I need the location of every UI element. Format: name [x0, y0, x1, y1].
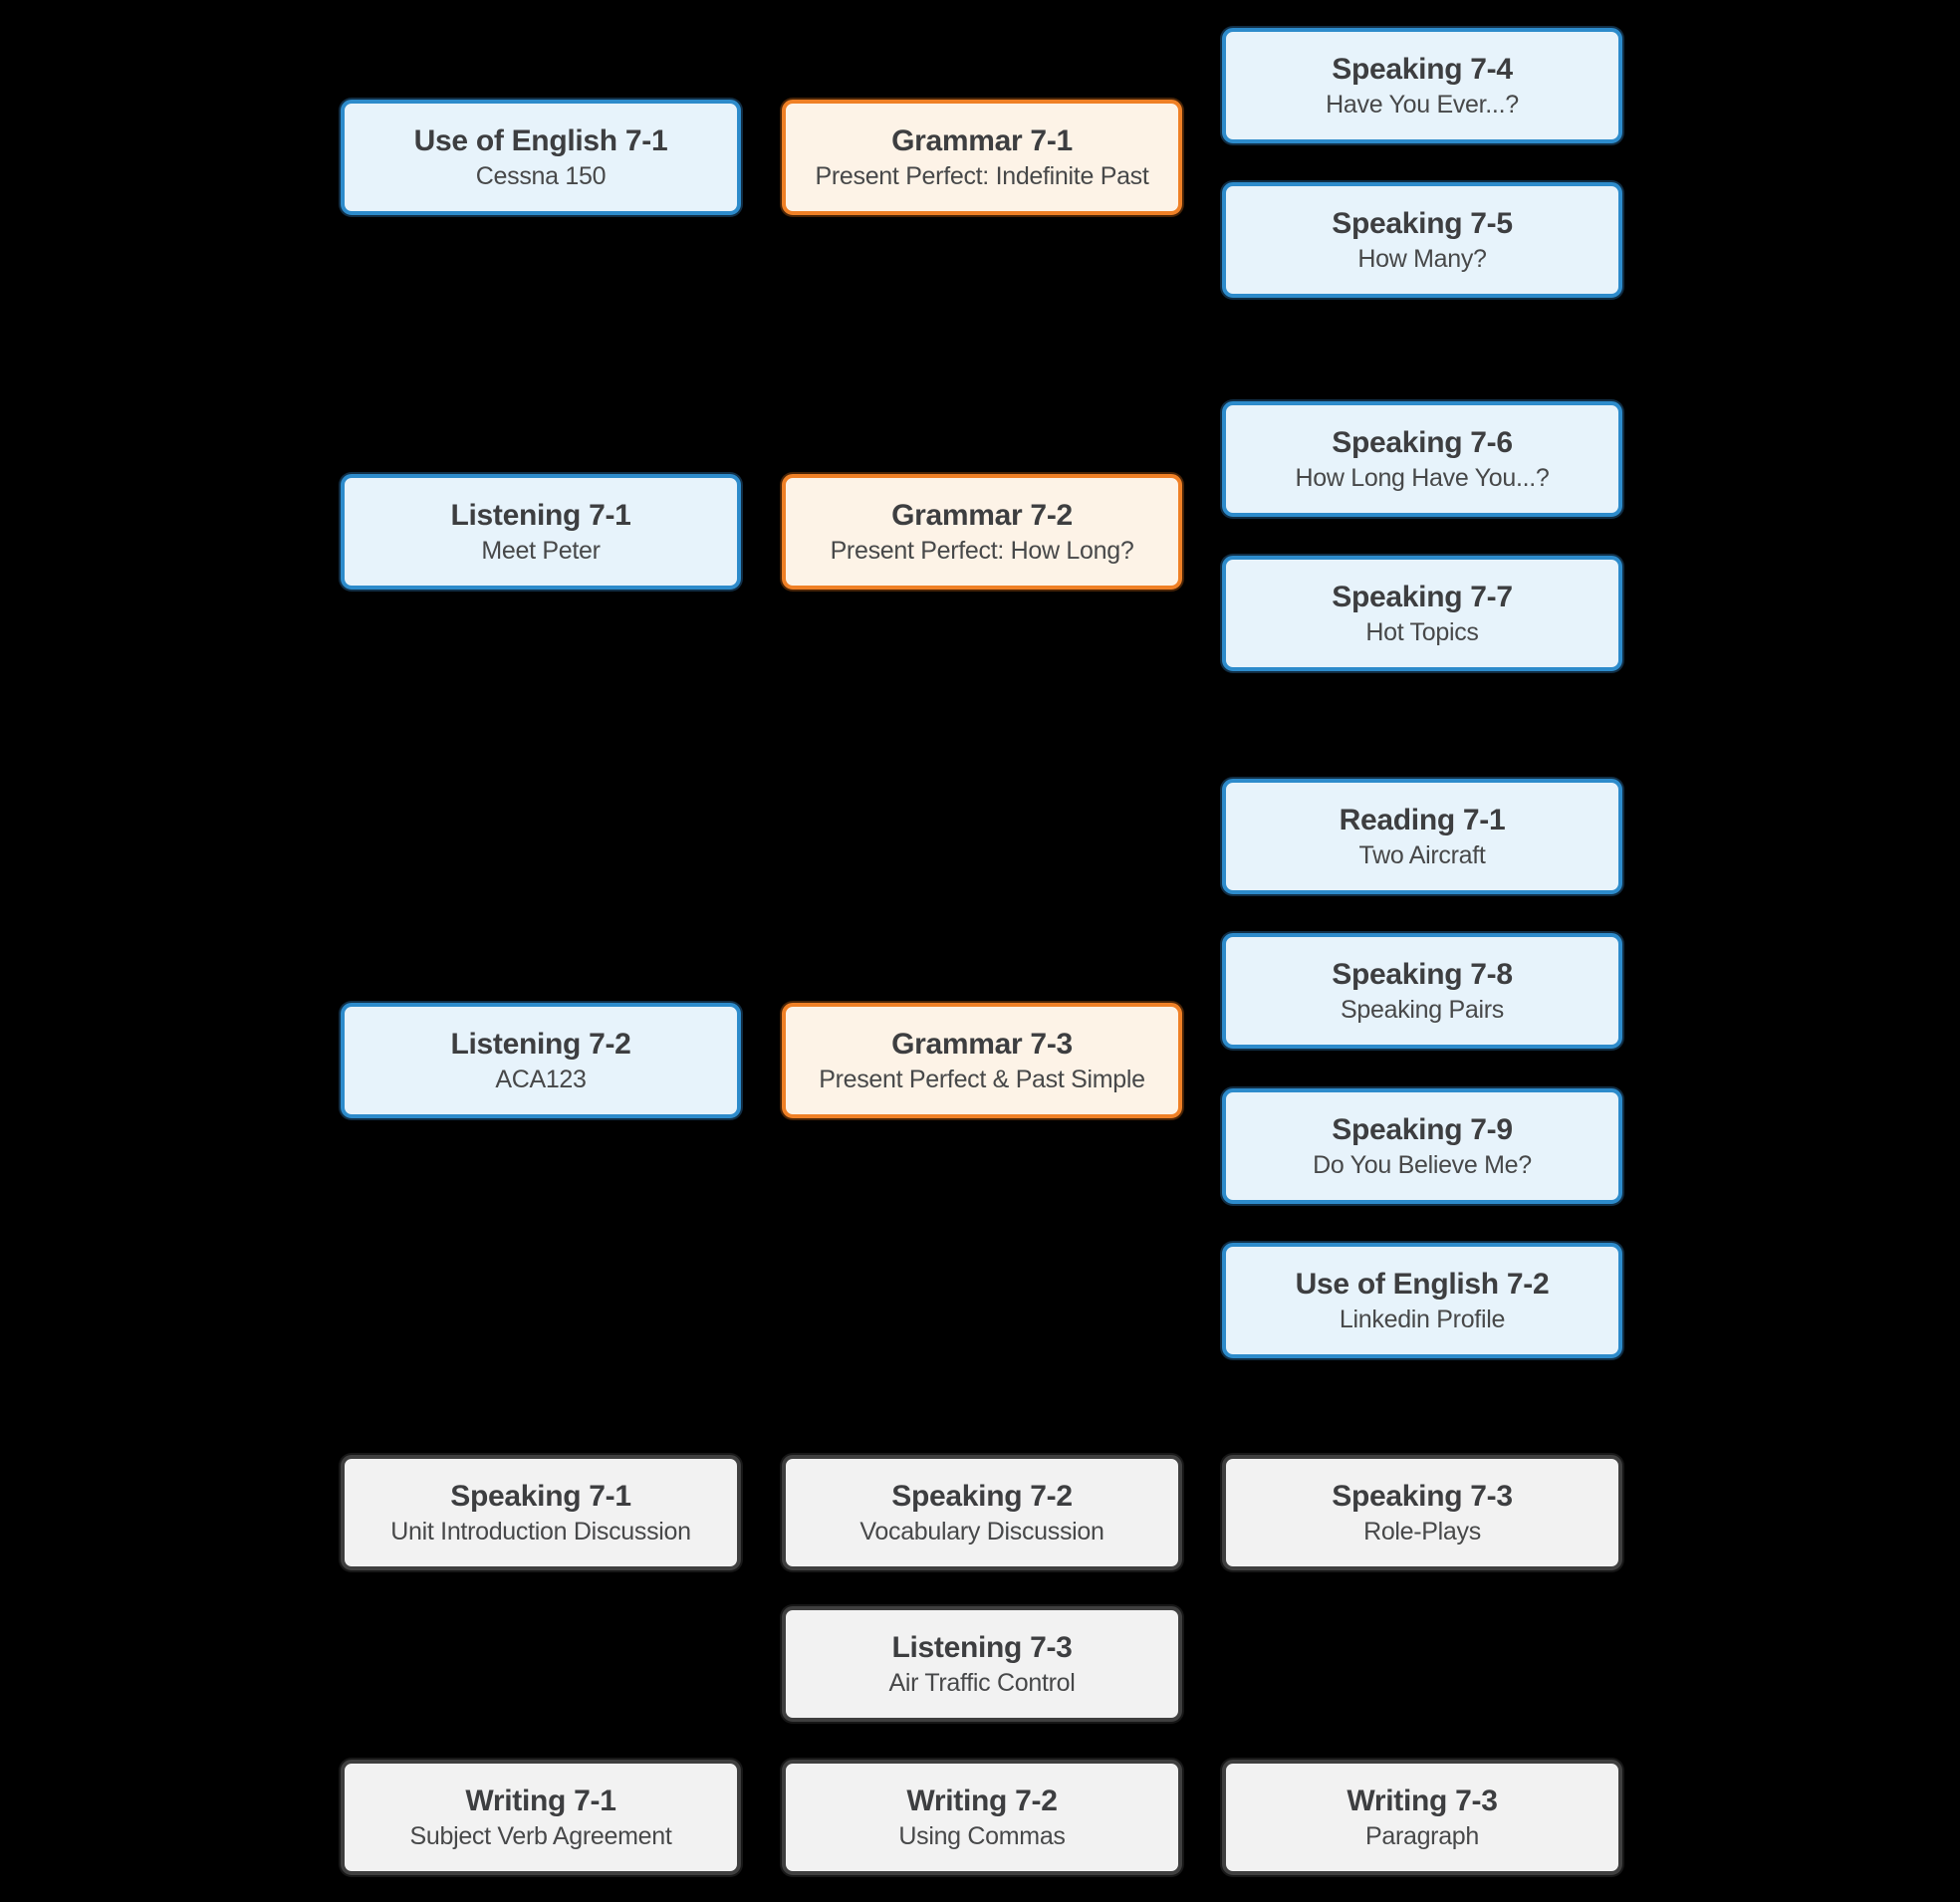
- card-title: Speaking 7-2: [891, 1479, 1073, 1513]
- card-subtitle: How Long Have You...?: [1295, 464, 1550, 493]
- card-title: Speaking 7-5: [1332, 206, 1513, 240]
- card-subtitle: Speaking Pairs: [1341, 996, 1504, 1025]
- card-title: Speaking 7-9: [1332, 1112, 1513, 1146]
- card-title: Speaking 7-7: [1332, 580, 1513, 613]
- card-title: Listening 7-1: [450, 498, 631, 532]
- card-grammar-7-3[interactable]: Grammar 7-3 Present Perfect & Past Simpl…: [782, 1003, 1182, 1118]
- card-title: Speaking 7-8: [1332, 957, 1513, 991]
- card-writing-7-1[interactable]: Writing 7-1 Subject Verb Agreement: [341, 1760, 741, 1875]
- card-title: Writing 7-2: [906, 1783, 1058, 1817]
- card-subtitle: Paragraph: [1364, 1822, 1480, 1851]
- card-speaking-7-7[interactable]: Speaking 7-7 Hot Topics: [1222, 556, 1622, 671]
- card-use-of-english-7-1[interactable]: Use of English 7-1 Cessna 150: [341, 100, 741, 215]
- card-title: Listening 7-2: [450, 1027, 631, 1061]
- card-subtitle: Using Commas: [898, 1822, 1066, 1851]
- card-title: Grammar 7-2: [891, 498, 1073, 532]
- card-subtitle: Meet Peter: [481, 537, 601, 566]
- card-subtitle: How Many?: [1357, 245, 1487, 274]
- card-speaking-7-6[interactable]: Speaking 7-6 How Long Have You...?: [1222, 401, 1622, 517]
- card-subtitle: Two Aircraft: [1358, 841, 1486, 870]
- card-grammar-7-2[interactable]: Grammar 7-2 Present Perfect: How Long?: [782, 474, 1182, 590]
- card-writing-7-3[interactable]: Writing 7-3 Paragraph: [1222, 1760, 1622, 1875]
- card-subtitle: Role-Plays: [1363, 1518, 1481, 1546]
- card-title: Use of English 7-2: [1295, 1267, 1550, 1301]
- card-title: Speaking 7-4: [1332, 52, 1513, 86]
- card-use-of-english-7-2[interactable]: Use of English 7-2 Linkedin Profile: [1222, 1243, 1622, 1358]
- card-speaking-7-5[interactable]: Speaking 7-5 How Many?: [1222, 182, 1622, 298]
- card-listening-7-3[interactable]: Listening 7-3 Air Traffic Control: [782, 1606, 1182, 1722]
- card-subtitle: Present Perfect: Indefinite Past: [815, 162, 1149, 191]
- card-subtitle: Linkedin Profile: [1339, 1306, 1506, 1334]
- card-listening-7-1[interactable]: Listening 7-1 Meet Peter: [341, 474, 741, 590]
- card-speaking-7-9[interactable]: Speaking 7-9 Do You Believe Me?: [1222, 1088, 1622, 1204]
- card-subtitle: Present Perfect: How Long?: [830, 537, 1134, 566]
- card-title: Grammar 7-1: [891, 123, 1073, 157]
- card-title: Writing 7-1: [465, 1783, 616, 1817]
- card-subtitle: Air Traffic Control: [888, 1669, 1076, 1698]
- card-speaking-7-3[interactable]: Speaking 7-3 Role-Plays: [1222, 1455, 1622, 1570]
- card-writing-7-2[interactable]: Writing 7-2 Using Commas: [782, 1760, 1182, 1875]
- card-subtitle: ACA123: [495, 1066, 587, 1094]
- card-subtitle: Subject Verb Agreement: [409, 1822, 672, 1851]
- card-subtitle: Cessna 150: [475, 162, 607, 191]
- card-title: Reading 7-1: [1339, 803, 1506, 836]
- card-speaking-7-1[interactable]: Speaking 7-1 Unit Introduction Discussio…: [341, 1455, 741, 1570]
- card-reading-7-1[interactable]: Reading 7-1 Two Aircraft: [1222, 779, 1622, 894]
- card-subtitle: Have You Ever...?: [1326, 91, 1519, 119]
- card-title: Speaking 7-6: [1332, 425, 1513, 459]
- card-subtitle: Hot Topics: [1365, 618, 1479, 647]
- card-speaking-7-8[interactable]: Speaking 7-8 Speaking Pairs: [1222, 933, 1622, 1049]
- card-title: Speaking 7-3: [1332, 1479, 1513, 1513]
- card-speaking-7-4[interactable]: Speaking 7-4 Have You Ever...?: [1222, 28, 1622, 143]
- card-subtitle: Vocabulary Discussion: [859, 1518, 1104, 1546]
- card-title: Listening 7-3: [891, 1630, 1073, 1664]
- card-listening-7-2[interactable]: Listening 7-2 ACA123: [341, 1003, 741, 1118]
- card-title: Use of English 7-1: [413, 123, 668, 157]
- card-speaking-7-2[interactable]: Speaking 7-2 Vocabulary Discussion: [782, 1455, 1182, 1570]
- card-subtitle: Do You Believe Me?: [1313, 1151, 1532, 1180]
- card-title: Writing 7-3: [1347, 1783, 1498, 1817]
- card-title: Speaking 7-1: [450, 1479, 631, 1513]
- card-subtitle: Unit Introduction Discussion: [390, 1518, 691, 1546]
- card-grammar-7-1[interactable]: Grammar 7-1 Present Perfect: Indefinite …: [782, 100, 1182, 215]
- card-title: Grammar 7-3: [891, 1027, 1073, 1061]
- card-subtitle: Present Perfect & Past Simple: [819, 1066, 1145, 1094]
